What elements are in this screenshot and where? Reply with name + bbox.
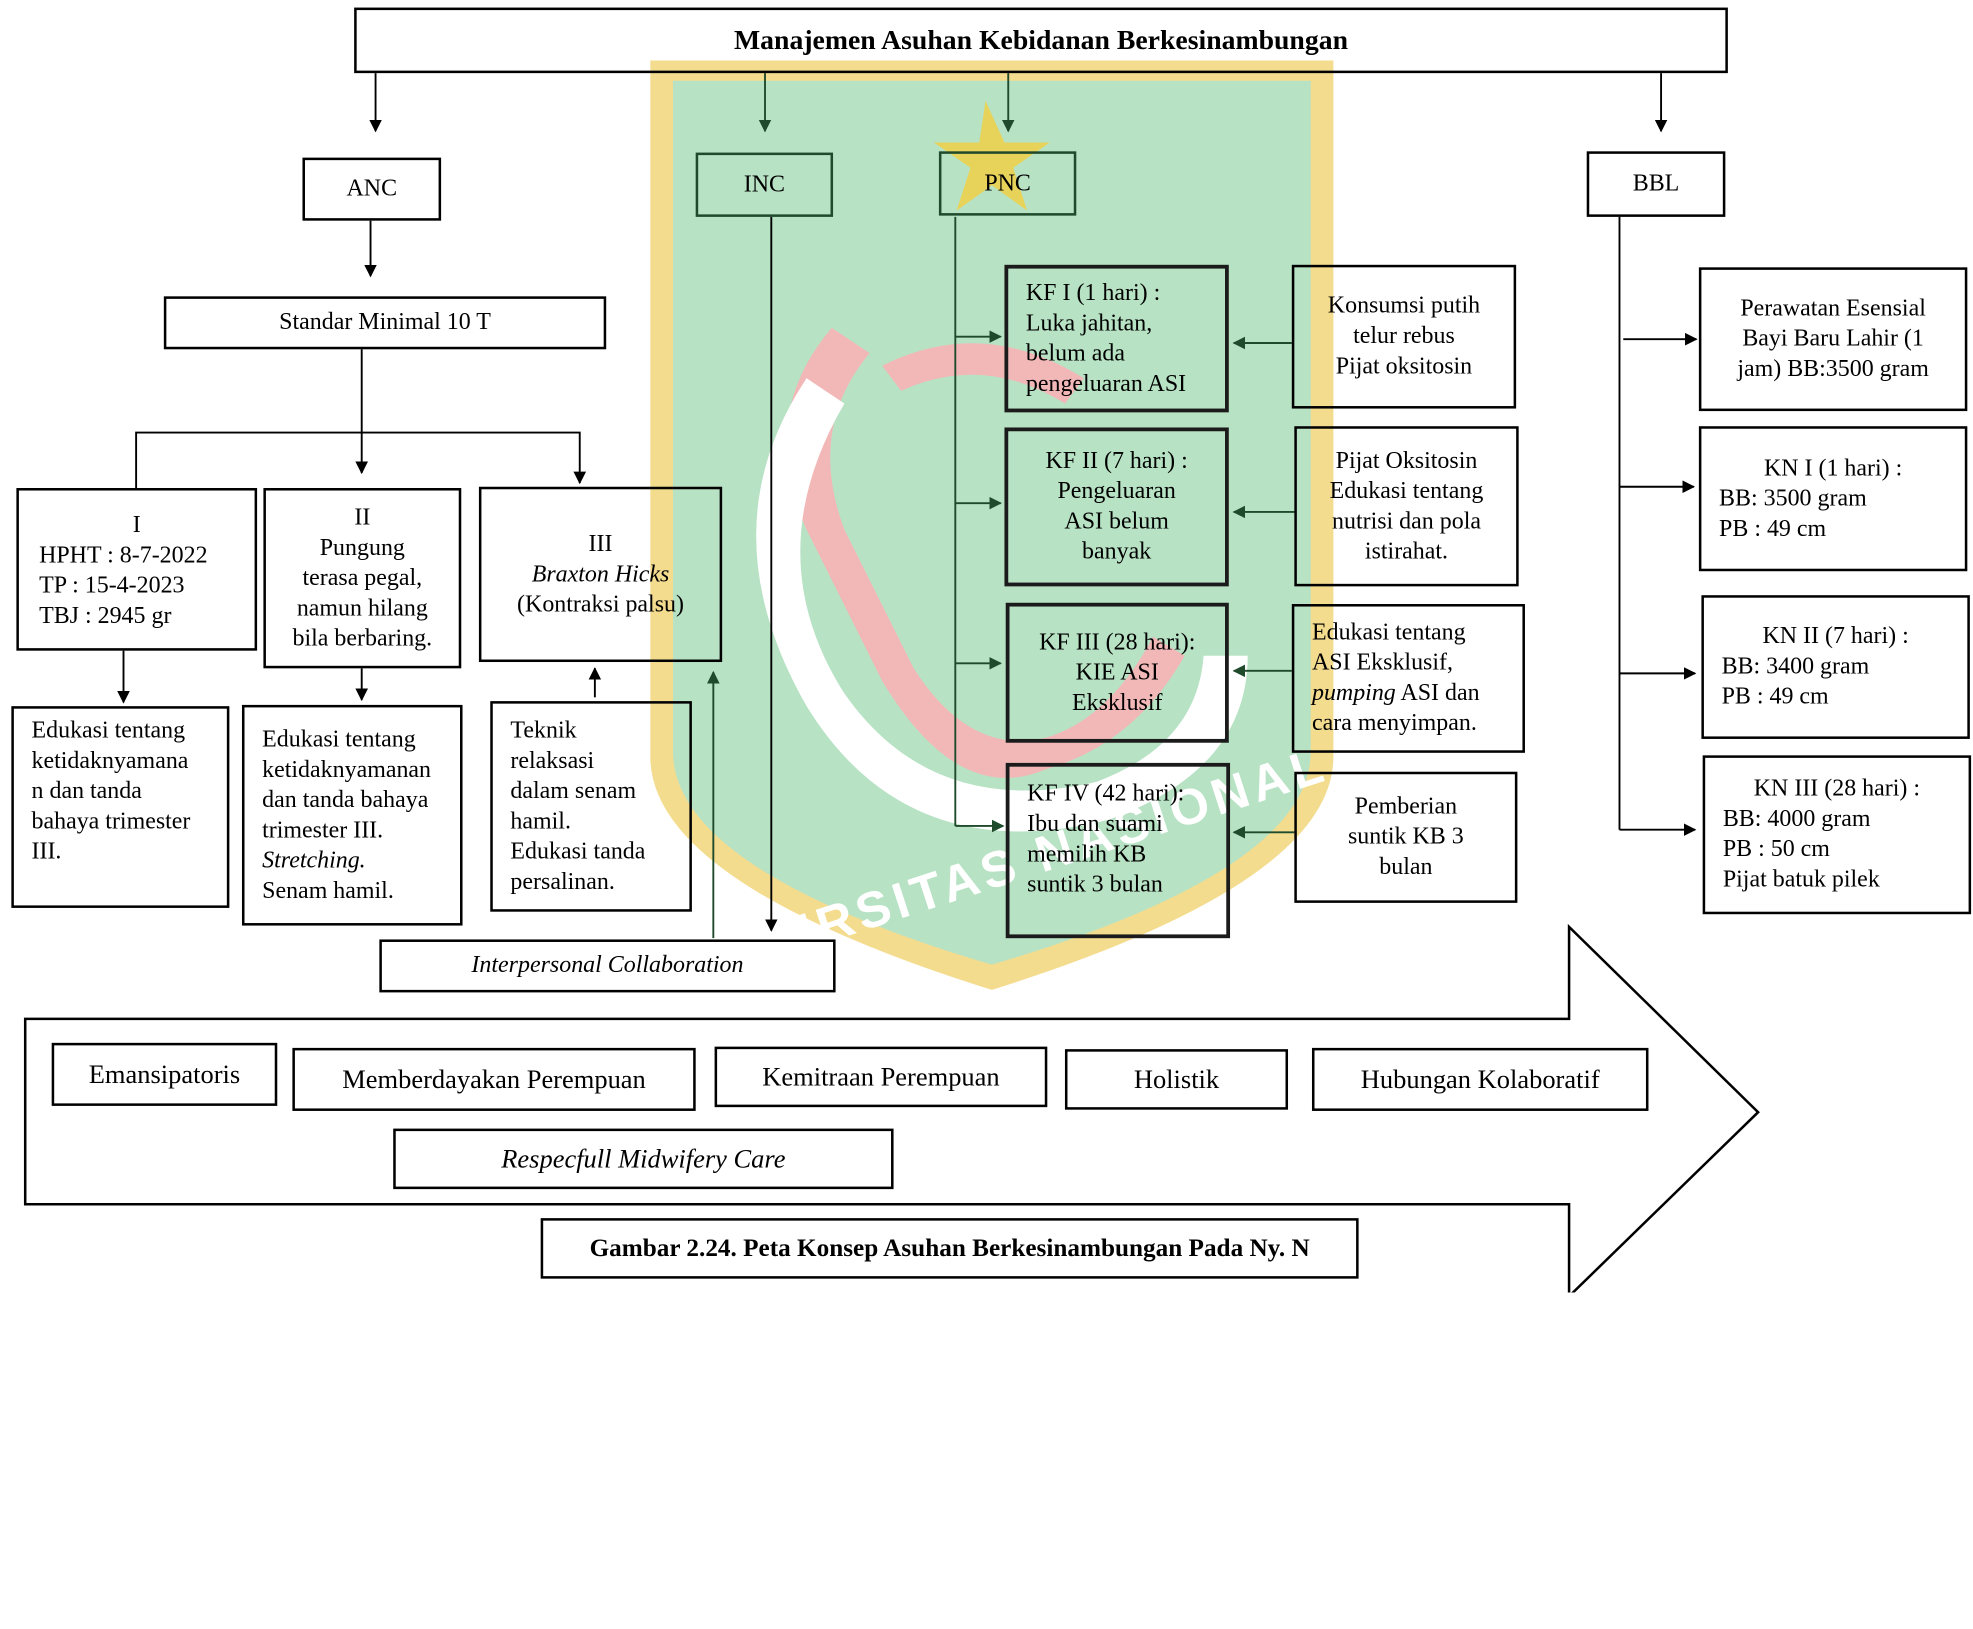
anc-action-1-node: Edukasi tentang ketidaknyamana n dan tan… xyxy=(11,706,230,908)
anc-action-2-node: Edukasi tentang ketidaknyamanan dan tand… xyxy=(241,704,463,926)
pnc-node: PNC xyxy=(938,151,1077,216)
principle-kemitraan: Kemitraan Perempuan xyxy=(714,1046,1048,1108)
figure-caption: Gambar 2.24. Peta Konsep Asuhan Berkesin… xyxy=(540,1218,1359,1279)
watermark-star-icon xyxy=(933,100,1050,211)
inc-node: INC xyxy=(695,152,834,217)
anc-visit-3-node: III Braxton Hicks (Kontraksi palsu) xyxy=(478,486,723,663)
care-1-node: Konsumsi putih telur rebus Pijat oksitos… xyxy=(1291,264,1517,409)
care-4-node: Pemberian suntik KB 3 bulan xyxy=(1294,771,1518,903)
anc-visit-1-node: I HPHT : 8-7-2022 TP : 15-4-2023 TBJ : 2… xyxy=(16,488,258,651)
respectful-care: Respecfull Midwifery Care xyxy=(393,1128,894,1190)
care-3-node: Edukasi tentang ASI Eksklusif, pumping A… xyxy=(1291,604,1525,753)
connectors xyxy=(117,73,1698,932)
watermark-white-swoosh xyxy=(756,378,1248,832)
watermark-shield xyxy=(673,80,1311,965)
principle-memberdayakan: Memberdayakan Perempuan xyxy=(292,1047,696,1111)
anc-node: ANC xyxy=(302,157,442,221)
page-title: Manajemen Asuhan Kebidanan Berkesinambun… xyxy=(354,7,1728,74)
anc-standard-node: Standar Minimal 10 T xyxy=(163,296,607,350)
kf2-node: KF II (7 hari) : Pengeluaran ASI belum b… xyxy=(1004,427,1229,587)
kf4-node: KF IV (42 hari): Ibu dan suami memilih K… xyxy=(1005,762,1231,939)
kn3-node: KN III (28 hari) : BB: 4000 gram PB : 50… xyxy=(1702,755,1972,915)
kf3-node: KF III (28 hari): KIE ASI Eksklusif xyxy=(1005,602,1229,743)
principle-holistik: Holistik xyxy=(1064,1049,1289,1110)
university-watermark: UNIVERSITAS NASIONAL xyxy=(639,60,1334,1010)
anc-action-3-node: Teknik relaksasi dalam senam hamil. Eduk… xyxy=(490,701,692,912)
principles-arrow xyxy=(23,923,1760,1293)
kn2-node: KN II (7 hari) : BB: 3400 gram PB : 49 c… xyxy=(1701,595,1970,739)
pumping-word: pumping xyxy=(1311,679,1396,707)
kn1-node: KN I (1 hari) : BB: 3500 gram PB : 49 cm xyxy=(1698,426,1968,572)
anc-visit-2-node: II Pungung terasa pegal, namun hilang bi… xyxy=(263,488,462,669)
watermark-red-swoosh xyxy=(786,327,1185,778)
bbl-node: BBL xyxy=(1586,151,1726,217)
diagram-canvas: UNIVERSITAS NASIONAL xyxy=(23,60,1760,1293)
principle-kolaboratif: Hubungan Kolaboratif xyxy=(1311,1047,1649,1111)
kf1-node: KF I (1 hari) : Luka jahitan, belum ada … xyxy=(1004,264,1229,413)
bbl-esensial-node: Perawatan Esensial Bayi Baru Lahir (1 ja… xyxy=(1698,267,1968,412)
care-2-node: Pijat Oksitosin Edukasi tentang nutrisi … xyxy=(1294,426,1519,587)
collaboration-node: Interpersonal Collaboration xyxy=(379,939,836,993)
care-3-line-3: ASI dan xyxy=(1400,679,1480,707)
principle-emansipatoris: Emansipatoris xyxy=(51,1042,278,1106)
